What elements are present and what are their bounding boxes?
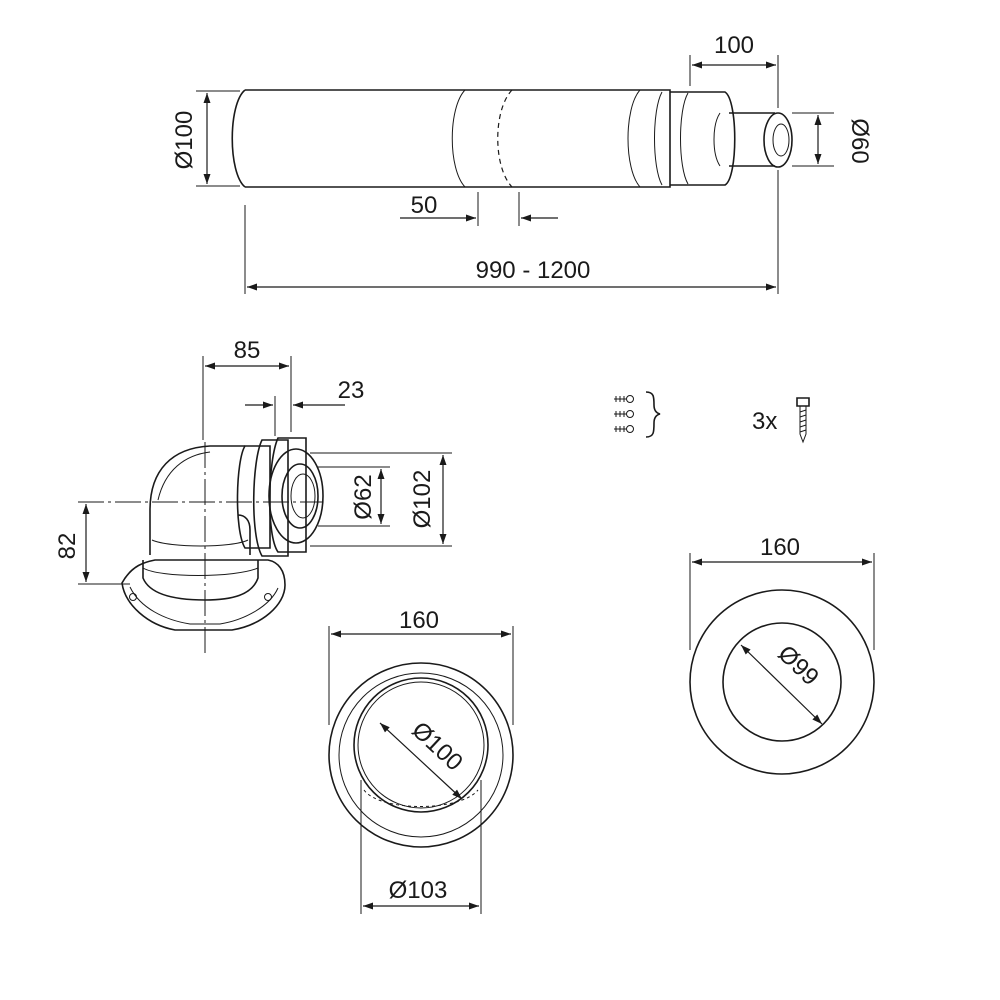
- label-pipe-total-length: 990 - 1200: [476, 257, 591, 284]
- label-screw-count: 3x: [752, 408, 777, 435]
- dimension-pipe-inner-diameter: Ø60: [792, 112, 873, 167]
- label-pipe-inner-diameter: Ø60: [846, 118, 873, 163]
- screws-group: [614, 391, 661, 438]
- label-pipe-overlap: 50: [411, 192, 438, 219]
- dimension-elbow-socket-depth: 23: [245, 377, 364, 436]
- dimension-elbow-outer-diameter: Ø102: [310, 452, 452, 547]
- label-elbow-inner-diameter: Ø62: [350, 474, 377, 519]
- screw-icon: [614, 410, 634, 418]
- brace-icon: [645, 391, 661, 438]
- dimension-outer-rosette-outer: 160: [689, 534, 875, 650]
- dimension-inner-rosette-outer: 160: [328, 607, 514, 725]
- screw-icon: [614, 425, 634, 433]
- elbow-fitting: [78, 437, 324, 655]
- label-inner-rosette-opening: Ø100: [406, 717, 467, 777]
- label-elbow-socket-depth: 23: [338, 377, 365, 404]
- dimension-outer-rosette-opening: Ø99: [740, 640, 824, 725]
- label-pipe-outer-diameter: Ø100: [171, 111, 198, 170]
- outer-wall-rosette: [689, 589, 875, 775]
- label-elbow-outer-diameter: Ø102: [409, 470, 436, 529]
- label-inner-rosette-outer: 160: [399, 607, 439, 634]
- dimension-inner-rosette-opening: Ø100: [379, 717, 468, 800]
- label-pipe-end-length: 100: [714, 32, 754, 59]
- label-inner-rosette-collar: Ø103: [389, 877, 448, 904]
- dimension-inner-rosette-collar: Ø103: [360, 780, 482, 914]
- dimension-pipe-total-length: 990 - 1200: [244, 170, 779, 294]
- dimension-elbow-inner-diameter: Ø62: [318, 466, 390, 527]
- dimension-elbow-offset: 85: [202, 337, 292, 440]
- label-elbow-height: 82: [54, 533, 81, 560]
- screw-icon: [614, 395, 634, 403]
- dimension-pipe-outer-diameter: Ø100: [171, 90, 240, 187]
- hex-screw-icon: [796, 397, 810, 444]
- dimension-elbow-height: 82: [54, 504, 130, 585]
- concentric-pipe: [231, 89, 793, 188]
- label-elbow-offset: 85: [234, 337, 261, 364]
- wall-plug-group: 3x: [752, 397, 810, 444]
- label-outer-rosette-outer: 160: [760, 534, 800, 561]
- inner-wall-rosette: [328, 662, 514, 848]
- dimension-pipe-overlap: 50: [400, 192, 558, 226]
- dimension-pipe-end-length: 100: [689, 32, 779, 108]
